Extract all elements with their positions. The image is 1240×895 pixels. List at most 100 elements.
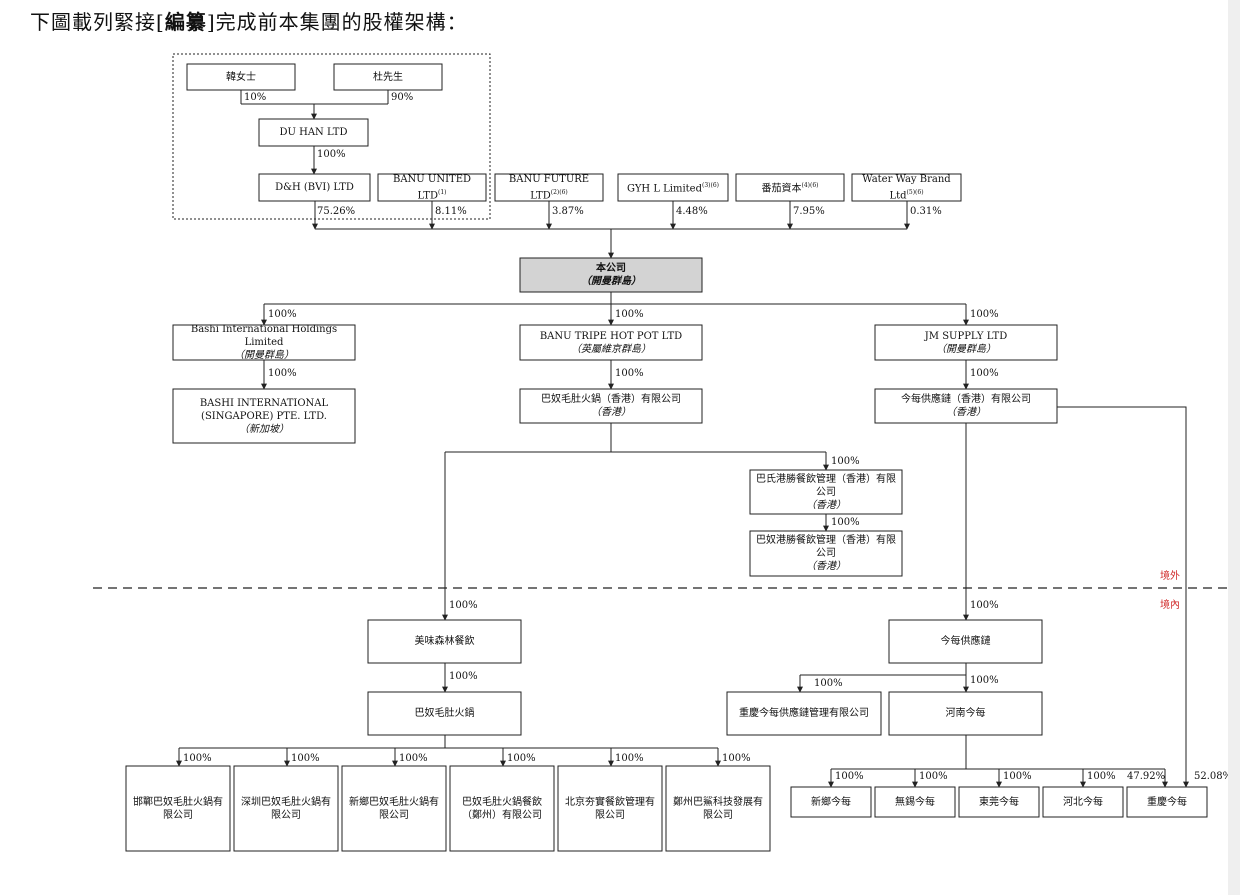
entity-title: 番茄資本(4)(6) (762, 179, 819, 195)
ownership-percent: 100% (919, 771, 948, 782)
entity-box-henan (888, 691, 1043, 736)
entity-title: GYH L Limited(3)(6) (627, 179, 719, 195)
entity-box-banuhk (519, 388, 703, 424)
entity-subtitle: （香港） (946, 407, 986, 418)
ownership-percent: 100% (615, 309, 644, 320)
entity-banugangsheng: 巴奴港勝餐飲管理（香港）有限公司（香港） (750, 531, 902, 576)
entity-box-bashiintl (172, 324, 356, 361)
entity-title-text: 韓女士 (226, 71, 256, 83)
ownership-percent: 100% (831, 517, 860, 528)
page-heading: 下圖載列緊接[編纂]完成前本集團的股權架構： (30, 6, 468, 35)
entity-box-meiwei (367, 619, 522, 664)
ownership-percent: 100% (831, 456, 860, 467)
entity-box-banufuture (494, 173, 604, 202)
entity-note: (1) (438, 188, 447, 196)
entity-title: 美味森林餐飲 (415, 635, 475, 648)
entity-title: 本公司 (596, 262, 626, 275)
ownership-percent: 100% (970, 600, 999, 611)
entity-bashigangsheng: 巴氏港勝餐飲管理（香港）有限公司（香港） (750, 470, 902, 514)
entity-box-duhan (258, 118, 369, 147)
entity-jinmei: 今每供應鏈 (889, 620, 1042, 663)
entity-company: 本公司（開曼群島） (520, 258, 702, 292)
entity-title-text: 巴奴毛肚火鍋 (414, 708, 475, 719)
entity-title: 無錫今每 (895, 796, 935, 809)
entity-title-text: 鄭州巴鯊科技發展有限公司 (673, 796, 763, 821)
entity-title: 巴奴毛肚火鍋（香港）有限公司 (541, 393, 681, 406)
entity-title: 重慶今每 (1147, 796, 1187, 809)
entity-title-text: 巴奴毛肚火鍋餐飲（鄭州）有限公司 (462, 796, 542, 821)
ownership-percent: 100% (291, 753, 320, 764)
entity-fanqie: 番茄資本(4)(6) (736, 174, 844, 201)
entity-title-text: Water Way Brand Ltd (862, 173, 951, 202)
entity-title: 北京夯實餐飲管理有限公司 (561, 796, 659, 822)
entity-title-text: 新鄉巴奴毛肚火鍋有限公司 (349, 796, 439, 821)
entity-subtitle: （香港） (806, 499, 846, 511)
entity-du: 杜先生 (334, 64, 442, 90)
entity-xinxiangbanu: 新鄉巴奴毛肚火鍋有限公司 (342, 766, 446, 851)
entity-henan: 河南今每 (889, 692, 1042, 735)
ownership-arrow (1057, 406, 1189, 788)
ownership-percent: 100% (507, 753, 536, 764)
entity-box-han (186, 63, 296, 91)
entity-title: 杜先生 (373, 71, 403, 84)
entity-box-gyhl (617, 173, 729, 202)
entity-bashiintl: Bashi International Holdings Limited（開曼群… (173, 323, 355, 361)
region-offshore-label: 境外 (1160, 571, 1180, 582)
heading-bold: 編纂 (164, 10, 207, 34)
entity-title: 韓女士 (226, 71, 256, 84)
entity-title-text: 重慶今每 (1147, 796, 1187, 808)
entity-title-text: Bashi International Holdings Limited (190, 324, 338, 348)
ownership-percent: 100% (814, 678, 843, 689)
ownership-percent: 4.48% (676, 206, 708, 217)
entity-title-text: 東莞今每 (979, 796, 1019, 808)
entity-box-jmsupply (874, 324, 1058, 361)
entity-title-text: 今每供應鏈 (940, 636, 991, 647)
entity-box-handan (125, 765, 231, 852)
entity-box-jinmei (888, 619, 1043, 664)
entity-zhengzhoubashi: 鄭州巴鯊科技發展有限公司 (666, 766, 770, 851)
entity-banutripe: BANU TRIPE HOT POT LTD（英屬維京群島） (520, 325, 702, 360)
ownership-percent: 100% (449, 671, 478, 682)
entity-title-text: 河南今每 (945, 708, 986, 719)
ownership-percent: 3.87% (552, 206, 584, 217)
entity-banuunited: BANU UNITED LTD(1) (378, 174, 486, 201)
entity-title-text: 巴奴毛肚火鍋（香港）有限公司 (541, 394, 681, 405)
entity-title: DU HAN LTD (279, 126, 347, 139)
entity-box-bashisg (172, 388, 356, 444)
entity-shenzhen: 深圳巴奴毛肚火鍋有限公司 (234, 766, 338, 851)
entity-note: (2)(6) (550, 188, 568, 196)
scrollbar[interactable] (1228, 0, 1240, 895)
entity-zhengzhou: 巴奴毛肚火鍋餐飲（鄭州）有限公司 (450, 766, 554, 851)
region-onshore-label: 境內 (1160, 600, 1180, 611)
entity-dh: D&H (BVI) LTD (259, 174, 370, 201)
entity-banuhk: 巴奴毛肚火鍋（香港）有限公司（香港） (520, 389, 702, 423)
entity-title-text: 美味森林餐飲 (414, 636, 475, 647)
entity-subtitle: （香港） (806, 561, 846, 572)
entity-box-xinxiangbanu (341, 765, 447, 852)
entity-title: Bashi International Holdings Limited (176, 323, 352, 349)
ownership-percent: 100% (183, 753, 212, 764)
entity-waterway: Water Way Brand Ltd(5)(6) (852, 174, 961, 201)
heading-prefix: 下圖載列緊接[ (30, 10, 165, 34)
entity-title: 鄭州巴鯊科技發展有限公司 (669, 796, 767, 822)
entity-title-text: 北京夯實餐飲管理有限公司 (565, 796, 655, 821)
ownership-percent: 100% (1087, 771, 1116, 782)
ownership-percent: 100% (970, 309, 999, 320)
entity-box-banugangsheng (749, 530, 903, 577)
entity-note: (3)(6) (702, 182, 719, 190)
entity-title-text: 河北今每 (1063, 796, 1103, 808)
entity-note: (5)(6) (906, 188, 924, 196)
ownership-percent: 100% (970, 675, 999, 686)
entity-title: 今每供應鏈 (941, 635, 991, 648)
entity-title-text: 杜先生 (373, 71, 403, 83)
entity-title-text: 本公司 (596, 263, 626, 274)
entity-title: 重慶今每供應鏈管理有限公司 (739, 707, 869, 720)
entity-title-text: BANU FUTURE LTD (508, 173, 590, 202)
ownership-percent: 100% (317, 149, 346, 160)
entity-title-text: 深圳巴奴毛肚火鍋有限公司 (241, 796, 331, 821)
entity-jmsupply: JM SUPPLY LTD（開曼群島） (875, 325, 1057, 360)
entity-title: BASHI INTERNATIONAL (SINGAPORE) PTE. LTD… (176, 397, 352, 423)
ownership-percent: 100% (970, 368, 999, 379)
entity-xinxiangjm: 新鄉今每 (791, 787, 871, 817)
ownership-percent: 0.31% (910, 206, 942, 217)
